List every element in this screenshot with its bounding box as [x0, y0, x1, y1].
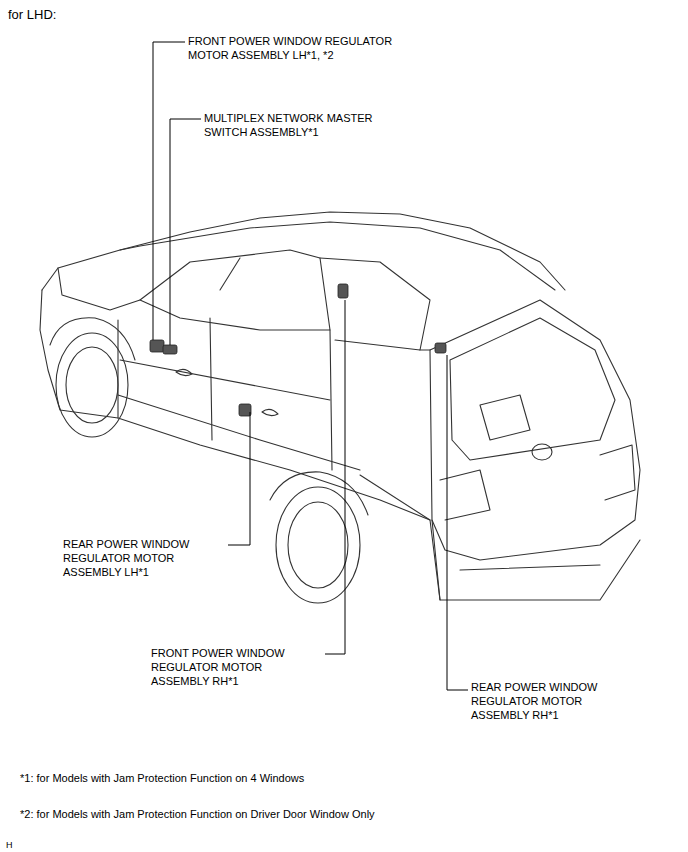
footnote: *1: for Models with Jam Protection Funct…: [20, 771, 304, 785]
part-name: FRONT POWER WINDOW REGULATOR MOTOR ASSEM…: [188, 34, 418, 62]
part-name: FRONT POWER WINDOW REGULATOR MOTOR ASSEM…: [151, 646, 301, 688]
figure-code: H: [6, 838, 13, 852]
diagram-title: for LHD:: [8, 8, 56, 22]
part-name: MULTIPLEX NETWORK MASTER SWITCH ASSEMBLY…: [204, 111, 399, 139]
footnote: *2: for Models with Jam Protection Funct…: [20, 807, 375, 821]
part-name: REAR POWER WINDOW REGULATOR MOTOR ASSEMB…: [471, 680, 621, 722]
part-name: REAR POWER WINDOW REGULATOR MOTOR ASSEMB…: [63, 537, 213, 579]
